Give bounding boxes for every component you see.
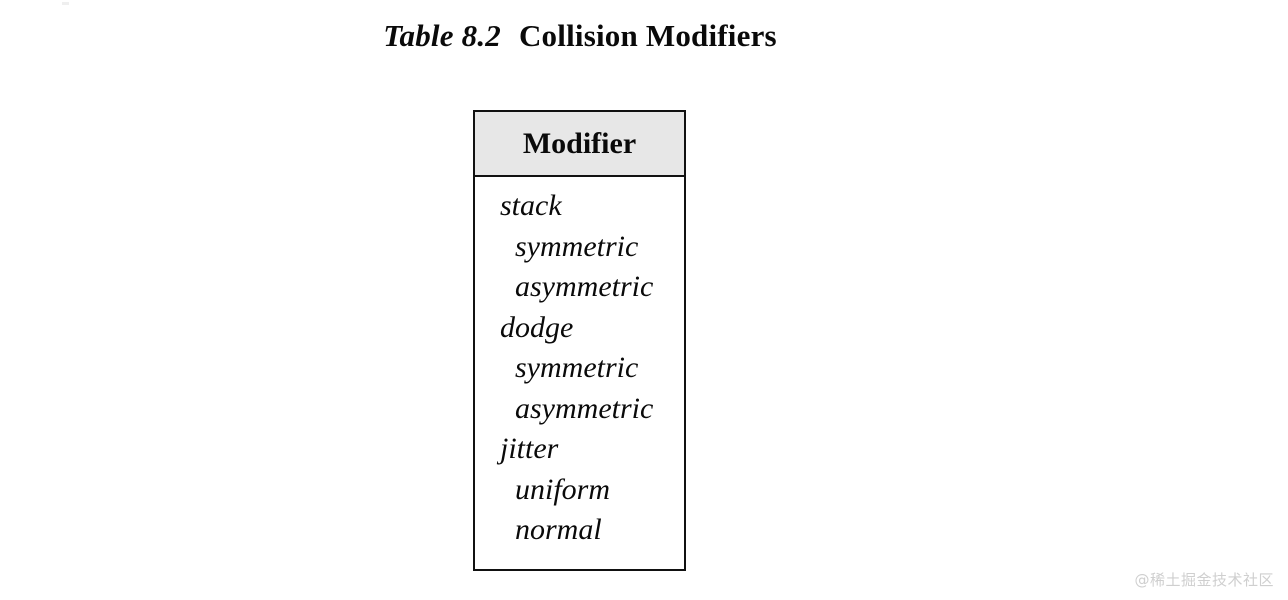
page-artifact (62, 2, 69, 5)
watermark: @稀土掘金技术社区 (1134, 571, 1274, 589)
table-row: normal (515, 513, 602, 546)
table-row: uniform (515, 472, 611, 506)
modifier-table-body: stack symmetric asymmetric dodge symmetric as… (474, 176, 685, 570)
table-row: stack (500, 189, 562, 222)
table-row: symmetric (515, 229, 639, 263)
table-body-row: stack symmetric asymmetric dodge symmetric as… (474, 176, 685, 570)
column-header-modifier: Modifier (474, 111, 685, 177)
table-caption-title: Collision Modifiers (518, 18, 777, 53)
modifier-list: stack symmetric asymmetric dodge symmetric as… (475, 177, 684, 569)
table-caption-label: Table 8.2 (383, 18, 501, 53)
table-row: dodge (500, 310, 574, 344)
table-row: asymmetric (515, 391, 654, 425)
modifier-table-head: Modifier (474, 111, 685, 177)
modifier-table: Modifier stack symmetric asymmetric dodge sy… (473, 110, 686, 571)
table-row: jitter (500, 432, 559, 465)
table-header-row: Modifier (474, 111, 685, 177)
modifier-table-container: Modifier stack symmetric asymmetric dodge sy… (473, 110, 686, 571)
table-row: asymmetric (515, 270, 654, 303)
table-caption: Table 8.2 Collision Modifiers (0, 18, 1160, 54)
modifier-list-cell: stack symmetric asymmetric dodge symmetric as… (474, 176, 685, 570)
table-row: symmetric (515, 351, 639, 384)
